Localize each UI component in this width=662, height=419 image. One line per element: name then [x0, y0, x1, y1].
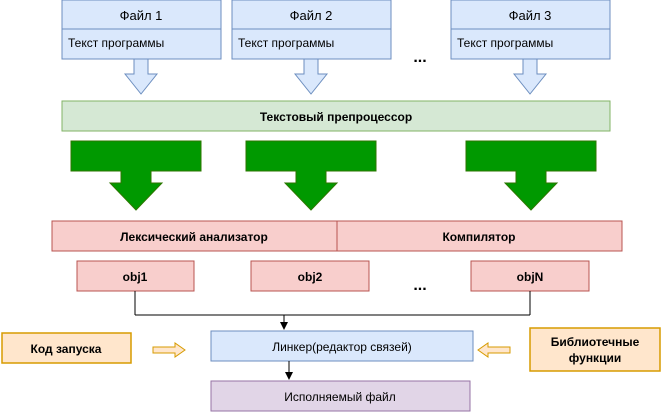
lexer-label: Лексический анализатор — [120, 230, 268, 244]
obj-2-label: obj2 — [298, 270, 323, 284]
obj-2-node: obj2 — [250, 260, 370, 292]
file-1-body: Текст программы — [68, 36, 164, 50]
green-arrow-3 — [465, 140, 597, 211]
obj-n-label: objN — [517, 270, 544, 284]
obj-connectors — [134, 291, 531, 330]
preprocessor-node: Текстовый препроцессор — [61, 100, 611, 132]
startup-code-node: Код запуска — [1, 332, 132, 364]
file-3-arrow — [512, 58, 548, 95]
linker-label: Линкер(редактор связей) — [272, 340, 412, 354]
obj-n-node: objN — [470, 260, 590, 292]
file-3-title: Файл 3 — [509, 8, 552, 23]
file-3-body: Текст программы — [457, 36, 553, 50]
executable-label: Исполняемый файл — [284, 390, 396, 404]
file-1-arrow — [123, 58, 159, 95]
green-arrow-2 — [245, 140, 377, 211]
file-2-node: Файл 2 Текст программы — [231, 0, 392, 60]
file-2-arrow — [293, 58, 329, 95]
file-2-body: Текст программы — [238, 36, 334, 50]
file-1-node: Файл 1 Текст программы — [61, 0, 222, 60]
libraries-node: Библиотечные функции — [529, 327, 661, 372]
libraries-to-linker-arrow — [477, 342, 511, 358]
compiler-label: Компилятор — [442, 230, 515, 244]
compiler-node: Компилятор — [336, 220, 623, 252]
files-ellipsis: ... — [413, 49, 426, 66]
libraries-label-line1: Библиотечные — [551, 335, 640, 349]
startup-code-label: Код запуска — [31, 342, 102, 356]
libraries-label-line2: функции — [569, 351, 621, 365]
file-1-title: Файл 1 — [120, 8, 163, 23]
file-2-title: Файл 2 — [290, 8, 333, 23]
preprocessor-label: Текстовый препроцессор — [260, 110, 412, 124]
executable-node: Исполняемый файл — [210, 380, 471, 412]
linker-node: Линкер(редактор связей) — [210, 330, 474, 362]
startup-to-linker-arrow — [152, 342, 186, 358]
lexer-node: Лексический анализатор — [51, 220, 338, 252]
file-3-node: Файл 3 Текст программы — [450, 0, 611, 60]
obj-1-node: obj1 — [76, 260, 195, 292]
green-arrow-1 — [70, 140, 202, 211]
obj-1-label: obj1 — [123, 270, 148, 284]
objects-ellipsis: ... — [413, 277, 426, 294]
